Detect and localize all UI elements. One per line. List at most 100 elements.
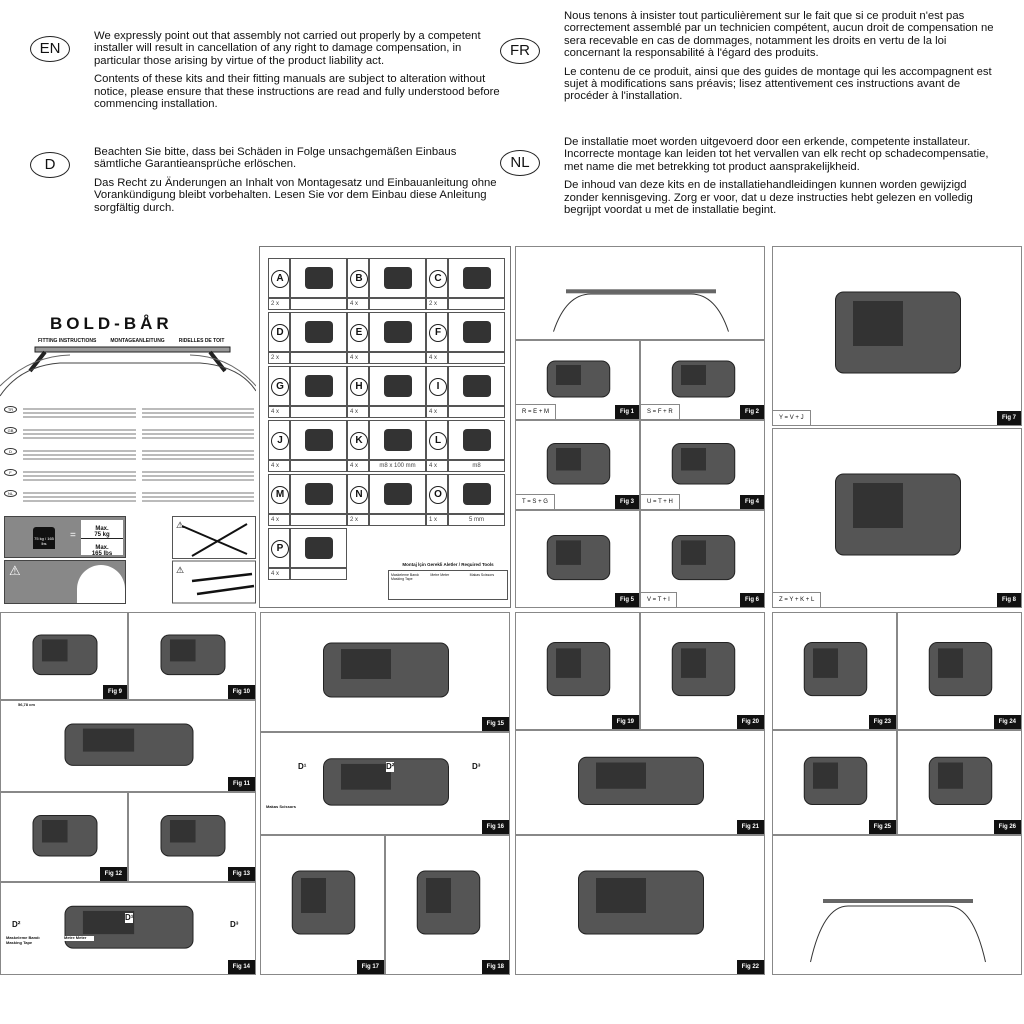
part-icon (463, 429, 491, 451)
figure-label: Fig 5 (614, 593, 639, 607)
part-icon (305, 429, 333, 451)
assembly-illustration (160, 634, 226, 676)
assembly-illustration (546, 360, 611, 398)
part-icon (384, 429, 412, 451)
part-image (290, 366, 347, 406)
part-letter: D (271, 324, 289, 342)
illegible-text (141, 427, 254, 443)
part-letter: F (429, 324, 447, 342)
illegible-text (141, 490, 254, 506)
part-qty: 2 x (268, 352, 290, 364)
part-image (369, 312, 426, 352)
measure-label: 56,78 cm (18, 702, 35, 708)
assembly-illustration (291, 870, 356, 935)
part-cell: G (268, 366, 290, 406)
figure-panel: Fig 5 (515, 510, 640, 608)
part-image (369, 258, 426, 298)
part-icon (463, 375, 491, 397)
part-qty: 4 x (268, 406, 290, 418)
part-letter: A (271, 270, 289, 288)
small-lang-row: D (4, 448, 254, 464)
lang-badge: NL (500, 150, 540, 176)
part-qty: 2 x (426, 298, 448, 310)
tools-title: Montaj İçin Gerekli Aletler / Required T… (402, 562, 494, 567)
figure-caption: U = T + H (641, 494, 680, 509)
part-spec (290, 514, 347, 526)
part-image (290, 420, 347, 460)
part-qty: 4 x (268, 460, 290, 472)
assembly-illustration (416, 870, 481, 935)
part-cell: H (347, 366, 369, 406)
part-icon (384, 375, 412, 397)
cut-label: D³ (472, 762, 481, 772)
illegible-text (141, 448, 254, 464)
part-spec (290, 352, 347, 364)
subtitle: RIDELLES DE TOIT (178, 338, 225, 344)
part-image (290, 312, 347, 352)
roof-bar-illustration (810, 899, 986, 963)
figure-panel: Fig 12 (0, 792, 128, 882)
assembly-illustration (578, 870, 704, 935)
figure-label: Fig 11 (227, 777, 255, 791)
part-icon (463, 267, 491, 289)
warning-icon: ⚠ (9, 563, 21, 578)
assembly-illustration (671, 443, 736, 485)
assembly-illustration (160, 815, 226, 857)
figure-label: Fig 24 (993, 715, 1021, 729)
part-letter: O (429, 486, 447, 504)
figure-label: Fig 6 (739, 593, 764, 607)
part-image (448, 420, 505, 460)
figure-panel: Fig 15 (260, 612, 510, 732)
figure-label: Fig 18 (481, 960, 509, 974)
illegible-text (23, 490, 136, 506)
part-image (369, 420, 426, 460)
part-spec (448, 298, 505, 310)
part-image (369, 366, 426, 406)
part-icon (463, 483, 491, 505)
lang-badge: FR (500, 38, 540, 64)
part-spec (290, 406, 347, 418)
assembly-illustration (546, 443, 611, 485)
part-letter: K (350, 432, 368, 450)
assembly-illustration (578, 756, 704, 805)
assembly-illustration (671, 642, 736, 697)
lang-block-nl: NL De installatie moet worden uitgevoerd… (500, 136, 1000, 222)
part-icon (384, 321, 412, 343)
small-lang-row: GB (4, 427, 254, 443)
small-lang-badge: TR (4, 406, 17, 413)
small-lang-row: F (4, 469, 254, 485)
part-spec: m8 x 100 mm (369, 460, 426, 472)
part-qty: 4 x (426, 352, 448, 364)
figure-label: Fig 7 (996, 411, 1021, 425)
small-lang-badge: F (4, 469, 17, 476)
part-cell: L (426, 420, 448, 460)
speedometer-icon (77, 565, 125, 603)
part-qty: 4 x (347, 298, 369, 310)
paragraph: Nous tenons à insister tout particulière… (564, 10, 994, 60)
figure-label: Fig 23 (868, 715, 896, 729)
assembly-illustration (928, 756, 993, 805)
cut-label: D¹ (298, 762, 307, 772)
assembly-illustration (64, 905, 194, 949)
figure-label: Fig 2 (739, 405, 764, 419)
part-letter: I (429, 378, 447, 396)
cut-label: D² (12, 920, 21, 930)
assembly-illustration (671, 360, 736, 398)
figure-label: Fig 4 (739, 495, 764, 509)
required-tools: Montaj İçin Gerekli Aletler / Required T… (388, 562, 508, 604)
part-spec (448, 352, 505, 364)
figure-label: Fig 26 (993, 820, 1021, 834)
parts-panel (259, 246, 511, 608)
part-cell: E (347, 312, 369, 352)
part-letter: L (429, 432, 447, 450)
part-cell: N (347, 474, 369, 514)
illegible-text (23, 469, 136, 485)
part-qty: 4 x (426, 406, 448, 418)
figure-panel: Fig 24 (897, 612, 1022, 730)
figure-label: Fig 10 (227, 685, 255, 699)
part-icon (305, 537, 333, 559)
figure-panel: Fig 22 (515, 835, 765, 975)
subtitle: FITTING INSTRUCTIONS (38, 338, 97, 344)
part-cell: P (268, 528, 290, 568)
